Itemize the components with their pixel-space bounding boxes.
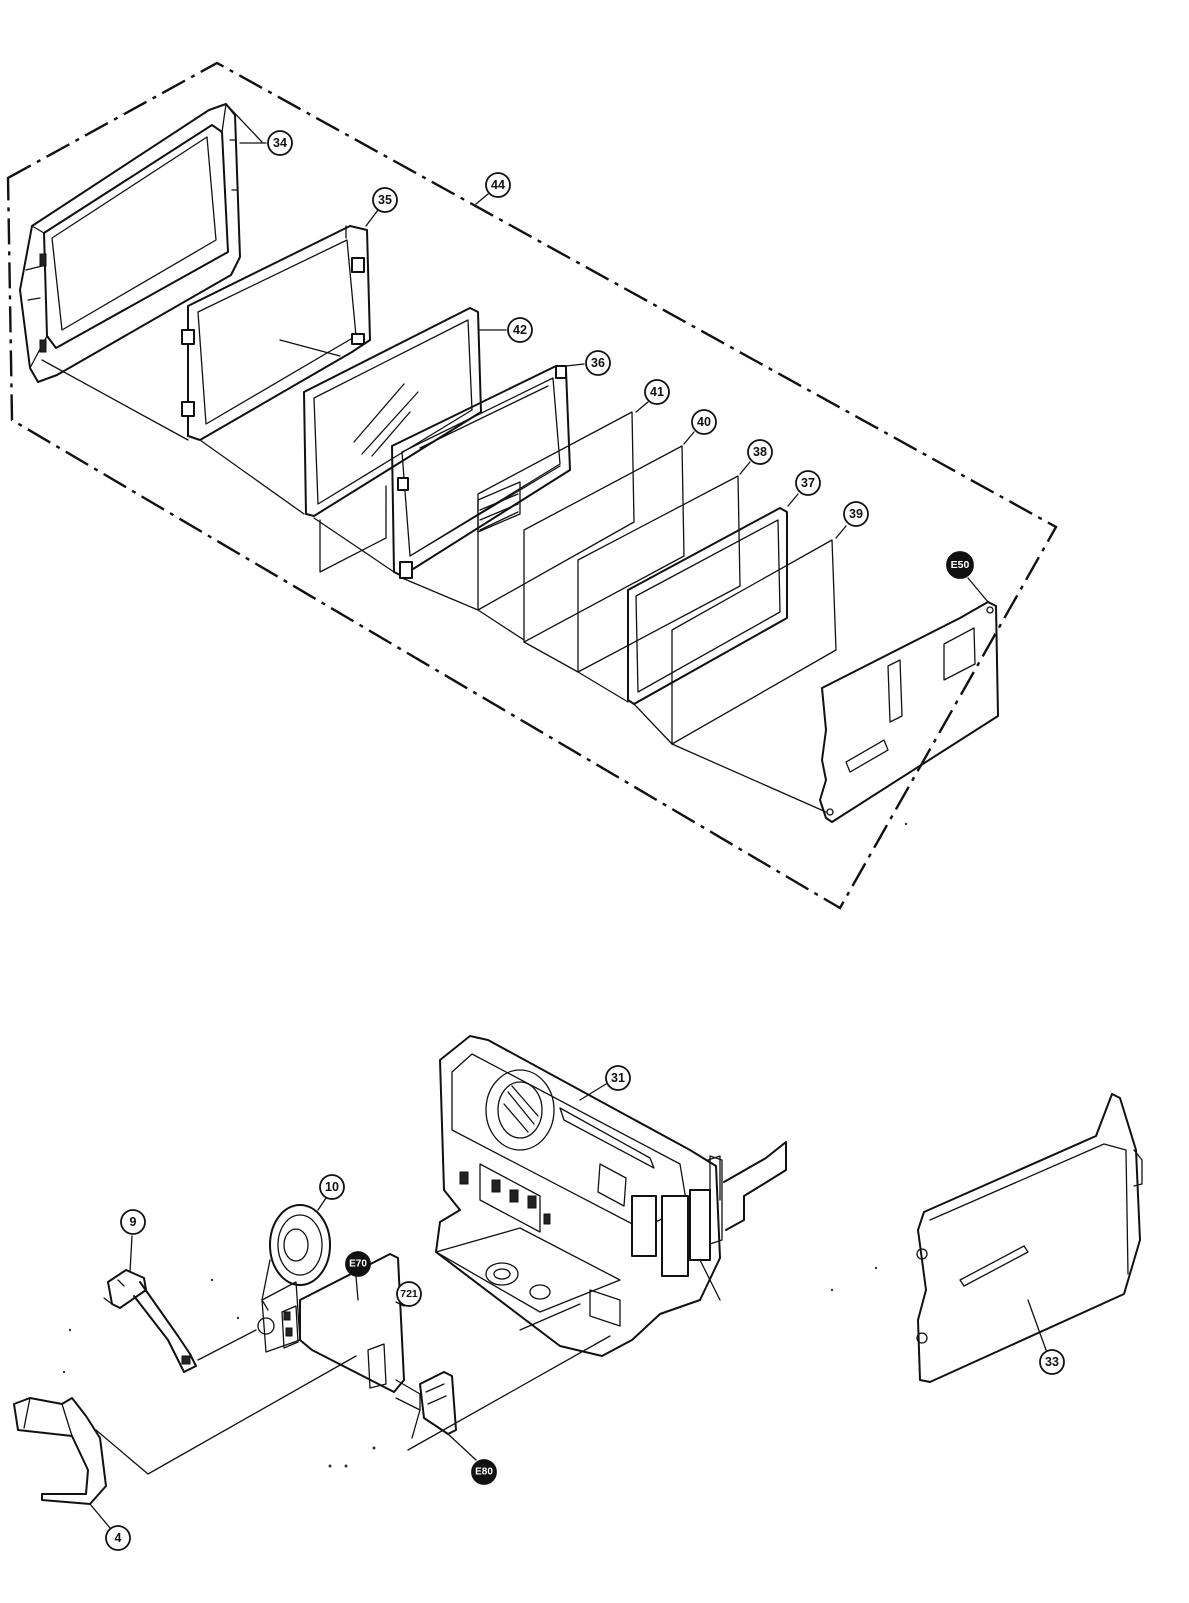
callout-39: 39 bbox=[835, 501, 869, 539]
part-41-sheet bbox=[477, 411, 635, 611]
lcd-assembly-group bbox=[6, 61, 1058, 910]
part-34-front-bezel bbox=[19, 103, 241, 383]
svg-text:721: 721 bbox=[400, 1288, 418, 1300]
part-e50-back-plate bbox=[819, 601, 999, 823]
svg-text:E50: E50 bbox=[951, 559, 970, 571]
svg-text:42: 42 bbox=[513, 323, 527, 337]
svg-text:39: 39 bbox=[849, 507, 863, 521]
callout-e80: E80 bbox=[447, 1433, 497, 1485]
svg-text:37: 37 bbox=[801, 476, 815, 490]
part-37-plate bbox=[627, 507, 788, 705]
svg-text:44: 44 bbox=[491, 178, 505, 192]
part-38-sheet bbox=[577, 475, 741, 673]
svg-text:38: 38 bbox=[753, 445, 767, 459]
part-9-bracket bbox=[103, 1269, 197, 1373]
part-31-main-chassis bbox=[435, 1035, 721, 1357]
callout-9: 9 bbox=[120, 1209, 146, 1273]
callout-41: 41 bbox=[635, 379, 670, 413]
part-e80-bracket bbox=[419, 1371, 457, 1435]
callout-40: 40 bbox=[683, 409, 717, 445]
callout-4: 4 bbox=[89, 1503, 131, 1551]
part-4-flat-bracket bbox=[13, 1397, 107, 1505]
callout-34: 34 bbox=[239, 130, 293, 156]
svg-text:E70: E70 bbox=[349, 1259, 367, 1270]
part-35-lcd-holder bbox=[181, 225, 371, 441]
part-39-sheet bbox=[671, 539, 837, 745]
part-40-sheet bbox=[523, 445, 685, 643]
part-33-side-cover bbox=[916, 1093, 1143, 1383]
part-42-glass-panel bbox=[303, 307, 482, 573]
part-10-speaker bbox=[261, 1204, 331, 1311]
svg-text:10: 10 bbox=[325, 1180, 339, 1194]
svg-text:35: 35 bbox=[378, 193, 392, 207]
callout-e50: E50 bbox=[946, 551, 989, 603]
callout-36: 36 bbox=[565, 350, 611, 376]
svg-text:33: 33 bbox=[1045, 1355, 1059, 1369]
svg-text:40: 40 bbox=[697, 415, 711, 429]
part-36-lcd-panel bbox=[391, 365, 571, 579]
callout-42: 42 bbox=[479, 317, 533, 343]
assembly-axis-line-2 bbox=[225, 103, 263, 143]
callout-31: 31 bbox=[579, 1065, 631, 1101]
svg-text:36: 36 bbox=[591, 356, 605, 370]
assembly-axis-line bbox=[41, 359, 827, 813]
svg-text:34: 34 bbox=[273, 136, 287, 150]
callout-33: 33 bbox=[1027, 1299, 1065, 1375]
svg-text:9: 9 bbox=[130, 1215, 137, 1229]
callout-721: 721 bbox=[395, 1281, 422, 1307]
callout-10: 10 bbox=[317, 1174, 345, 1211]
callout-e70: E70 bbox=[345, 1251, 371, 1301]
part-721-pcb bbox=[257, 1253, 421, 1411]
callout-44: 44 bbox=[475, 172, 511, 205]
assembly-44-boundary bbox=[6, 61, 1058, 910]
scan-specks bbox=[62, 822, 908, 1468]
bottom-axis-lines bbox=[95, 1303, 611, 1475]
flex-cable bbox=[709, 1141, 787, 1245]
callout-35: 35 bbox=[365, 187, 398, 227]
svg-text:41: 41 bbox=[650, 385, 664, 399]
callout-37: 37 bbox=[787, 470, 821, 507]
callout-38: 38 bbox=[739, 439, 773, 475]
svg-text:31: 31 bbox=[611, 1071, 625, 1085]
svg-text:4: 4 bbox=[115, 1531, 122, 1545]
svg-text:E80: E80 bbox=[475, 1467, 493, 1478]
